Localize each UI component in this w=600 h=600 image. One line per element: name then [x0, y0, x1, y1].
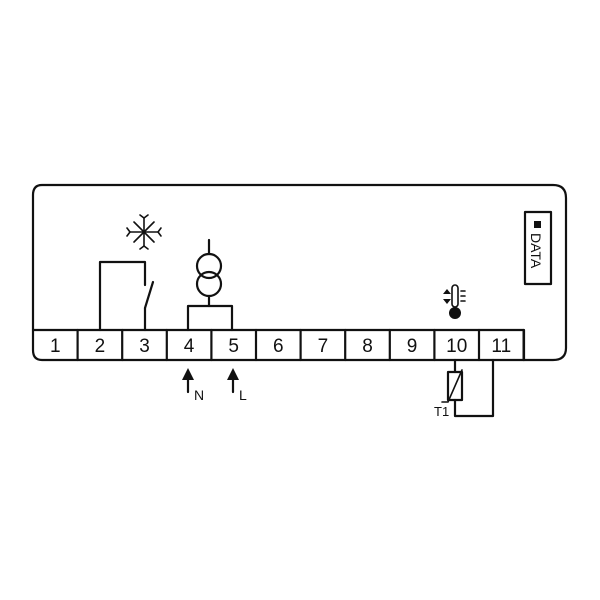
terminal-number: 3 — [139, 336, 150, 357]
terminal-number: 1 — [50, 336, 61, 357]
data-port-label: DATA — [528, 233, 544, 269]
thermistor-icon: T1 — [434, 358, 495, 419]
relay-contact — [98, 260, 155, 332]
terminal-2: 2 — [95, 328, 124, 362]
transformer-icon — [186, 238, 234, 332]
terminal-number: 9 — [407, 336, 418, 357]
terminal-9: 9 — [407, 328, 436, 362]
line-supply: L — [227, 368, 247, 403]
terminal-1: 1 — [50, 328, 79, 362]
terminal-3: 3 — [139, 328, 168, 362]
terminal-number: 8 — [362, 336, 373, 357]
terminal-strip: 1 2 3 4 5 6 7 8 9 10 11 — [31, 328, 526, 362]
terminal-8: 8 — [362, 328, 391, 362]
terminal-11: 11 — [491, 328, 525, 362]
thermometer-icon — [443, 284, 466, 319]
terminal-number: 10 — [446, 336, 467, 357]
sensor-label: T1 — [434, 404, 449, 419]
terminal-number: 6 — [273, 336, 284, 357]
terminal-5: 5 — [228, 328, 258, 362]
neutral-supply: N — [182, 368, 204, 403]
terminal-number: 4 — [184, 336, 195, 357]
terminal-7: 7 — [318, 328, 347, 362]
terminal-number: 5 — [228, 336, 239, 357]
line-label: L — [239, 387, 247, 403]
terminal-number: 7 — [318, 336, 329, 357]
data-port: DATA — [523, 210, 553, 286]
terminal-10: 10 — [446, 328, 481, 362]
terminal-number: 11 — [491, 336, 511, 357]
terminal-number: 2 — [95, 336, 106, 357]
terminal-4: 4 — [184, 328, 213, 362]
controller-housing — [31, 183, 568, 362]
terminal-6: 6 — [273, 328, 302, 362]
snowflake-icon — [126, 214, 162, 250]
neutral-label: N — [194, 387, 204, 403]
